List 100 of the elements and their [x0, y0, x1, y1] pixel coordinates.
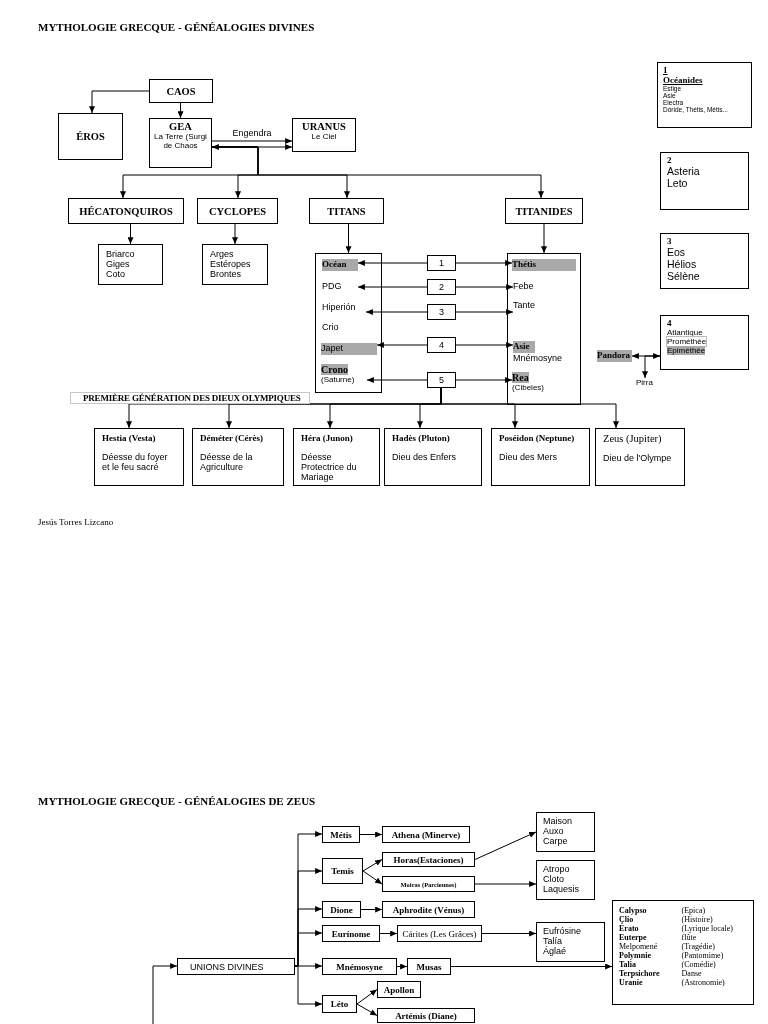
arrow — [89, 90, 150, 114]
muse-domain: (Epica) — [681, 906, 707, 915]
box-text: Le Ciel — [311, 132, 337, 141]
muse-domain: (Pantomime) — [681, 951, 725, 960]
deity-box — [382, 826, 470, 843]
deity-box — [322, 995, 357, 1013]
box-text: Brontes — [210, 269, 243, 279]
box-text: Áglaé — [543, 946, 568, 956]
box-title: GEA — [169, 121, 192, 132]
box-title: Héra (Junon) — [301, 433, 354, 443]
muse-name: Polymnie — [619, 951, 652, 960]
number-box — [427, 255, 456, 271]
name-label: Crio — [322, 322, 352, 334]
box-title: URANUS — [302, 121, 346, 132]
arrow — [642, 355, 661, 379]
arrow — [440, 387, 619, 429]
arrow — [294, 965, 323, 1007]
box-text: TITANS — [327, 205, 366, 217]
arrow — [481, 930, 537, 937]
deity-box — [491, 428, 590, 486]
box-text: Temis — [331, 866, 354, 876]
box-text: Auxo — [543, 826, 565, 836]
box-text: UNIONS DIVINES — [190, 961, 265, 972]
muse-name: Calypso — [619, 906, 648, 915]
box-text: 3 — [439, 307, 444, 317]
box-title: Hadès (Pluton) — [392, 433, 451, 443]
group-box — [507, 253, 581, 405]
deity-box — [384, 428, 482, 486]
box-text: 4 — [439, 340, 444, 350]
box-text: 5 — [439, 375, 444, 385]
deity-box — [68, 198, 184, 224]
name-list-box — [536, 860, 595, 900]
box-title: Maison — [543, 816, 573, 826]
edge-label: Engendra — [230, 128, 274, 138]
box-text: Laquesis — [543, 884, 581, 894]
arrow — [345, 223, 352, 254]
number-box — [427, 372, 456, 388]
arrow — [357, 260, 428, 266]
arrow — [631, 353, 661, 359]
arrow — [359, 831, 383, 838]
arrow — [211, 146, 544, 199]
muse-domain: (Tragédie) — [681, 942, 717, 951]
box-text: Horas(Estaciones) — [393, 854, 464, 865]
box-text: Aphrodite (Vénus) — [392, 904, 465, 915]
box-title: 2 — [667, 155, 673, 165]
arrow — [362, 870, 383, 885]
box-text: TITANIDES — [515, 205, 573, 217]
arrow — [362, 859, 383, 872]
name-label: Hiperión — [322, 302, 366, 314]
page-title: MYTHOLOGIE GRECQUE - GÉNÉALOGIES DIVINES — [38, 21, 315, 33]
box-text: La Terre (Surgi de Chaos — [153, 132, 208, 150]
box-text: CAOS — [166, 85, 196, 97]
deity-box — [322, 901, 361, 918]
arrow — [360, 906, 383, 913]
arrow — [455, 342, 514, 348]
muse-name: Talia — [619, 960, 638, 969]
box-text: Apollon — [383, 984, 415, 995]
deity-box — [377, 981, 421, 998]
arrow — [152, 963, 178, 1024]
deity-box — [595, 428, 685, 486]
deity-box — [382, 852, 475, 867]
box-text: Artémis (Diane) — [395, 1010, 457, 1021]
box-text: Athena (Minerve) — [391, 829, 461, 840]
deity-box — [377, 1008, 475, 1023]
deity-box — [309, 198, 384, 224]
name-label: PDG — [322, 281, 358, 293]
section-title: MYTHOLOGIE GRECQUE - GÉNÉALOGIES DE ZEUS — [38, 795, 316, 807]
arrow — [455, 377, 513, 383]
arrow — [127, 223, 134, 245]
deity-box — [58, 113, 123, 160]
box-text: Prométhée — [667, 337, 707, 346]
box-text: Eurínome — [331, 928, 371, 939]
deity-box — [382, 876, 475, 892]
name-label: Asie — [513, 341, 535, 353]
name-label: Océan — [322, 259, 358, 271]
muse-name: Erato — [619, 924, 640, 933]
box-text: Carpe — [543, 836, 569, 846]
arrow — [177, 102, 184, 119]
muse-name: Uranie — [619, 978, 644, 987]
arrow — [379, 930, 398, 937]
name-label: Febe — [513, 281, 553, 293]
muse-name: Euterpe — [619, 933, 648, 942]
box-text: Léto — [330, 999, 349, 1009]
box-text: Atlantique — [667, 328, 704, 337]
box-text: PREMIÈRE GÉNÉRATION DES DIEUX OLYMPIQUES — [83, 393, 302, 403]
deity-box — [322, 958, 397, 975]
box-text: Déesse de la Agriculture — [200, 452, 254, 472]
author-name: Jesús Torres Lizcano — [38, 517, 114, 527]
arrow — [450, 963, 613, 970]
group-box — [315, 253, 382, 393]
box-text: Dieu de l'Olympe — [603, 453, 673, 463]
box-title: Arges — [210, 249, 235, 259]
deity-box — [660, 152, 749, 210]
arrow — [474, 831, 537, 860]
muse-domain: (Histoire) — [681, 915, 714, 924]
box-title: Poséidon (Neptune) — [499, 433, 576, 443]
arrow — [211, 144, 293, 150]
deity-box — [292, 118, 356, 152]
box-title: Briarco — [106, 249, 136, 259]
box-text: Leto — [667, 177, 689, 189]
